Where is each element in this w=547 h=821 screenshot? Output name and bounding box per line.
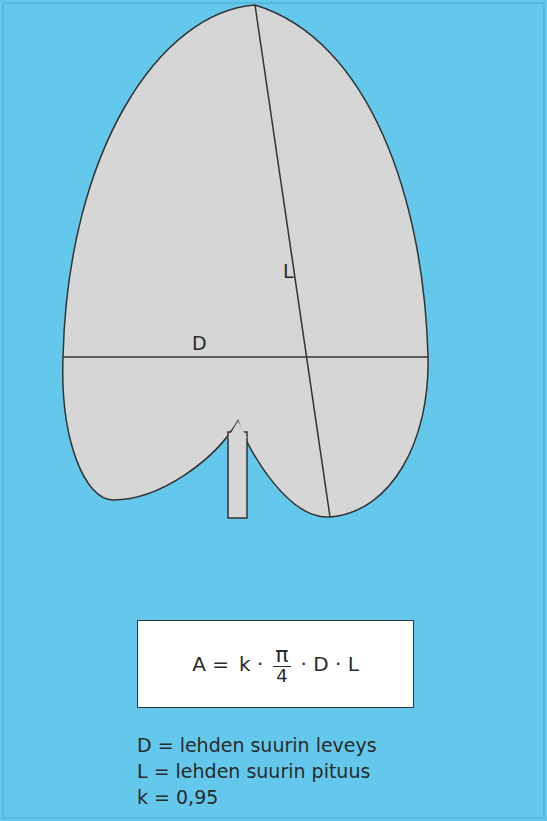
width-line xyxy=(63,356,428,358)
length-line xyxy=(255,5,330,517)
legend-note: L = lehden suurin pituus xyxy=(137,760,370,783)
dimension-letter: L xyxy=(283,260,294,283)
formula-part: k · xyxy=(239,652,263,676)
dimension-letter: D xyxy=(192,332,207,355)
fraction: π4 xyxy=(273,643,290,686)
fraction-numerator: π xyxy=(273,643,290,667)
fraction-denominator: 4 xyxy=(276,667,287,686)
leaf-stem xyxy=(228,432,247,518)
formula-box: A = k · π4 · D · L xyxy=(137,620,414,708)
legend-note: k = 0,95 xyxy=(137,786,218,809)
formula: A = k · π4 · D · L xyxy=(187,643,364,686)
legend-note: D = lehden suurin leveys xyxy=(137,734,377,757)
stem-notch xyxy=(228,421,247,438)
leaf-outline xyxy=(63,5,428,517)
formula-part: A = xyxy=(192,652,229,676)
frame xyxy=(3,3,544,818)
formula-part: · D · L xyxy=(301,652,359,676)
